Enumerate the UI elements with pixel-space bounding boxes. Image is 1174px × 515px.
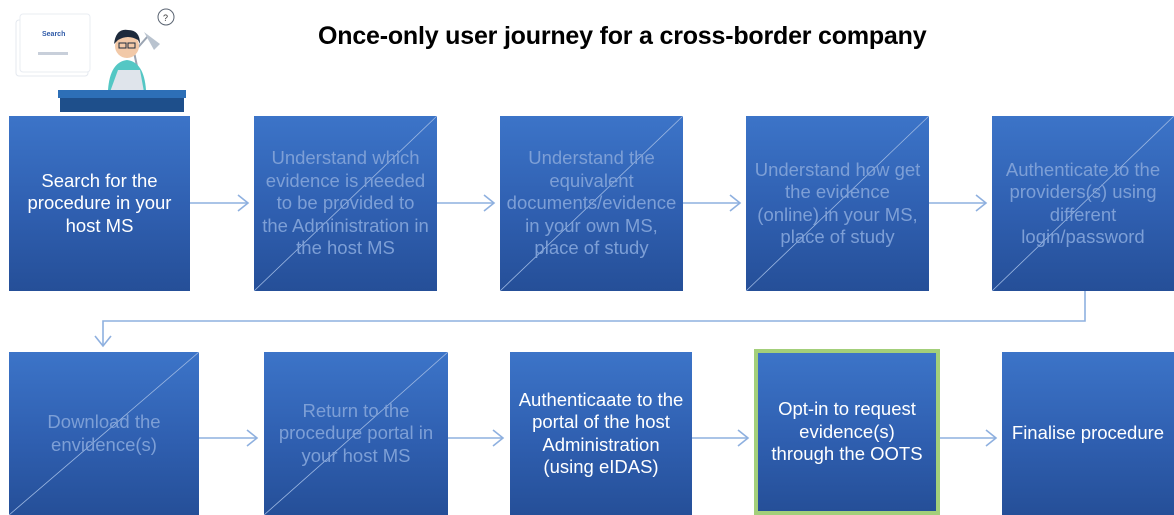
- connector-arrow-4-5: [929, 194, 988, 212]
- step-return-to-portal: Return to the procedure portal in your h…: [264, 352, 448, 515]
- laptop-icon: [110, 70, 144, 92]
- connector-arrow-1-2: [190, 194, 250, 212]
- search-card-label: Search: [42, 31, 65, 38]
- connector-arrow-6-7: [199, 429, 259, 447]
- strikethrough-slash: [992, 116, 1174, 291]
- step-authenticate-providers: Authenticate to the providers(s) using d…: [992, 116, 1174, 291]
- step-understand-how-get-evidence: Understand how get the evidence (online)…: [746, 116, 929, 291]
- step-download-evidence: Download the envidence(s): [9, 352, 199, 515]
- strikethrough-slash: [254, 116, 437, 291]
- connector-arrow-9-10: [940, 429, 998, 447]
- step-authenticate-host-portal: Authenticaate to the portal of the host …: [510, 352, 692, 515]
- step-label: Understand which evidence is needed to b…: [262, 147, 429, 259]
- step-label: Opt-in to request evidence(s) through th…: [771, 398, 923, 465]
- step-understand-equivalent-documents: Understand the equivalent documents/evid…: [500, 116, 683, 291]
- connector-row-wrap: [94, 291, 1086, 348]
- strikethrough-slash: [500, 116, 683, 291]
- connector-arrow-7-8: [448, 429, 505, 447]
- connector-arrow-3-4: [683, 194, 742, 212]
- step-search-procedure: Search for the procedure in your host MS: [9, 116, 190, 291]
- step-label: Download the envidence(s): [47, 411, 161, 455]
- desk: [58, 90, 186, 112]
- strikethrough-slash: [264, 352, 448, 515]
- step-label: Understand how get the evidence (online)…: [754, 158, 921, 248]
- svg-text:?: ?: [163, 13, 168, 23]
- step-opt-in-oots: Opt-in to request evidence(s) through th…: [754, 349, 940, 515]
- connector-arrow-8-9: [692, 429, 750, 447]
- step-label: Return to the procedure portal in your h…: [278, 399, 434, 466]
- step-label: Authenticate to the providers(s) using d…: [1005, 158, 1161, 248]
- strikethrough-slash: [9, 352, 199, 515]
- connector-arrow-2-3: [437, 194, 496, 212]
- step-label: Search for the procedure in your host MS: [27, 169, 172, 236]
- user-at-desk-illustration: Search ?: [14, 6, 194, 123]
- step-label: Finalise procedure: [1011, 422, 1165, 444]
- strikethrough-slash: [746, 116, 929, 291]
- step-label: Understand the equivalent documents/evid…: [506, 147, 677, 259]
- step-label: Authenticaate to the portal of the host …: [518, 388, 684, 478]
- step-finalise-procedure: Finalise procedure: [1002, 352, 1174, 515]
- diagram-title: Once-only user journey for a cross-borde…: [318, 22, 927, 50]
- step-understand-evidence-needed: Understand which evidence is needed to b…: [254, 116, 437, 291]
- search-card: Search: [15, 13, 91, 77]
